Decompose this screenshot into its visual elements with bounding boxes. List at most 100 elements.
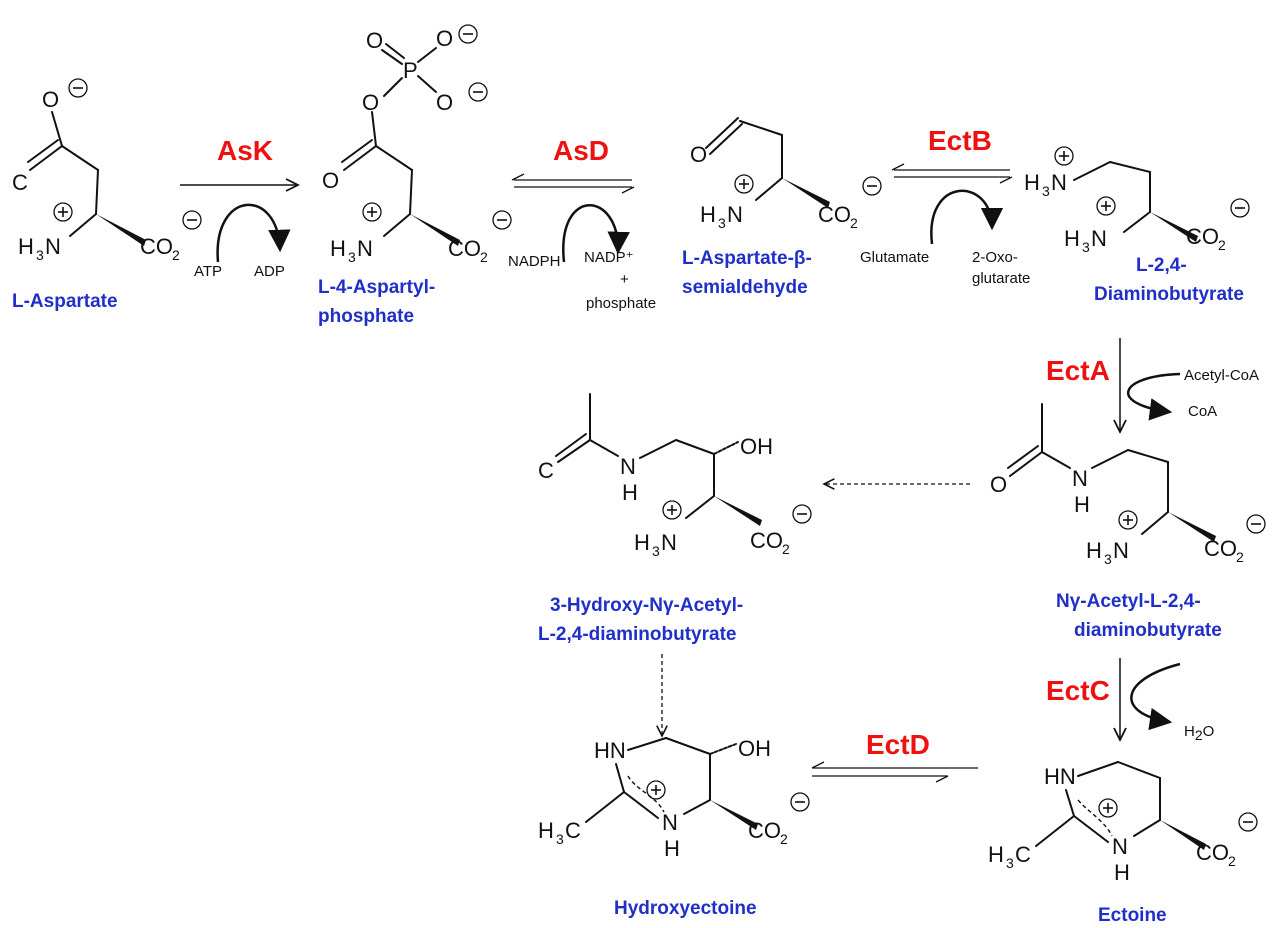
svg-text:H: H [622, 480, 638, 505]
svg-text:H: H [700, 202, 716, 227]
cofactor-plus: + [620, 271, 629, 288]
enzyme-asd: AsD [553, 135, 609, 166]
cofactor-oxoglutarate-1: 2-Oxo- [972, 249, 1018, 266]
svg-text:CO: CO [448, 236, 481, 261]
svg-text:N: N [662, 810, 678, 835]
svg-text:H: H [1074, 492, 1090, 517]
svg-text:H: H [330, 236, 346, 261]
svg-text:3: 3 [1006, 855, 1014, 871]
svg-text:3: 3 [1104, 551, 1112, 567]
svg-text:O: O [366, 28, 383, 53]
enzyme-ask: AsK [217, 135, 273, 166]
svg-text:C: C [12, 170, 28, 195]
svg-text:H: H [664, 836, 680, 861]
charge-minus-icon [182, 210, 202, 230]
svg-text:H: H [634, 530, 650, 555]
charge-minus-icon [1230, 198, 1250, 218]
cofactor-nadph: NADPH [508, 253, 561, 270]
svg-text:N: N [45, 234, 61, 259]
svg-text:H: H [1064, 226, 1080, 251]
svg-text:N: N [1091, 226, 1107, 251]
svg-text:H: H [18, 234, 34, 259]
cofactor-arrow [216, 203, 291, 263]
charge-plus-icon [53, 202, 73, 222]
svg-text:2: 2 [1228, 853, 1236, 869]
svg-text:N: N [727, 202, 743, 227]
charge-plus-icon [1054, 146, 1074, 166]
charge-plus-icon [646, 780, 666, 800]
compound-name-acetyl-dab-2: diaminobutyrate [1074, 620, 1222, 641]
svg-text:2: 2 [850, 215, 858, 231]
compound-name-dab-2: Diaminobutyrate [1094, 284, 1244, 305]
svg-text:3: 3 [1042, 183, 1050, 199]
svg-text:2: 2 [480, 249, 488, 265]
compound-name-semialdehyde-2: semialdehyde [682, 277, 808, 298]
charge-plus-icon [1118, 510, 1138, 530]
compound-name-aspartate: L-Aspartate [12, 291, 118, 312]
svg-text:2: 2 [782, 541, 790, 557]
svg-text:N: N [1113, 538, 1129, 563]
compound-name-dab-1: L-2,4- [1136, 255, 1187, 276]
svg-text:N: N [1051, 170, 1067, 195]
charge-plus-icon [1098, 798, 1118, 818]
cofactor-acetyl-coa: Acetyl-CoA [1184, 367, 1259, 384]
compound-name-semialdehyde-1: L-Aspartate-β- [682, 248, 812, 269]
cofactor-arrow [1130, 662, 1181, 731]
svg-text:C: C [538, 458, 554, 483]
svg-text:C: C [565, 818, 581, 843]
cofactor-nadp: NADP⁺ [584, 249, 634, 266]
cofactor-glutamate: Glutamate [860, 249, 929, 266]
svg-text:C: C [1015, 842, 1031, 867]
charge-plus-icon [362, 202, 382, 222]
charge-plus-icon [734, 174, 754, 194]
enzyme-ectc: EctC [1046, 675, 1110, 706]
svg-text:3: 3 [556, 831, 564, 847]
charge-minus-icon [1246, 514, 1266, 534]
svg-text:HN: HN [1044, 764, 1076, 789]
compound-name-acetyl-dab-1: Nγ-Acetyl-L-2,4- [1056, 591, 1201, 612]
charge-minus-icon [1238, 812, 1258, 832]
svg-text:O: O [690, 142, 707, 167]
svg-text:HN: HN [594, 738, 626, 763]
svg-text:O: O [990, 472, 1007, 497]
svg-text:OH: OH [740, 434, 773, 459]
svg-text:N: N [620, 454, 636, 479]
svg-text:2: 2 [780, 831, 788, 847]
charge-minus-icon [458, 24, 478, 44]
svg-text:O: O [42, 87, 59, 112]
svg-text:N: N [1072, 466, 1088, 491]
svg-text:CO: CO [750, 528, 783, 553]
enzyme-ecta: EctA [1046, 355, 1110, 386]
svg-text:OH: OH [738, 736, 771, 761]
svg-text:N: N [357, 236, 373, 261]
svg-text:N: N [661, 530, 677, 555]
svg-text:H: H [1086, 538, 1102, 563]
svg-text:O: O [436, 26, 453, 51]
compound-name-ectoine: Ectoine [1098, 905, 1167, 926]
charge-minus-icon [68, 78, 88, 98]
svg-text:O: O [436, 90, 453, 115]
svg-text:3: 3 [348, 249, 356, 265]
svg-text:2: 2 [1218, 237, 1226, 253]
svg-text:2: 2 [1236, 549, 1244, 565]
compound-name-hydroxyectoine: Hydroxyectoine [614, 898, 757, 919]
svg-text:O: O [322, 168, 339, 193]
svg-text:O: O [362, 90, 379, 115]
svg-text:H: H [1024, 170, 1040, 195]
svg-text:3: 3 [718, 215, 726, 231]
svg-text:CO: CO [1186, 224, 1219, 249]
svg-text:H: H [538, 818, 554, 843]
cofactor-coa: CoA [1188, 403, 1217, 420]
cofactor-atp: ATP [194, 263, 222, 280]
charge-minus-icon [862, 176, 882, 196]
cofactor-arrow [1126, 372, 1181, 421]
compound-name-aspartyl-phosphate-1: L-4-Aspartyl- [318, 277, 435, 298]
cofactor-arrow [562, 204, 630, 263]
